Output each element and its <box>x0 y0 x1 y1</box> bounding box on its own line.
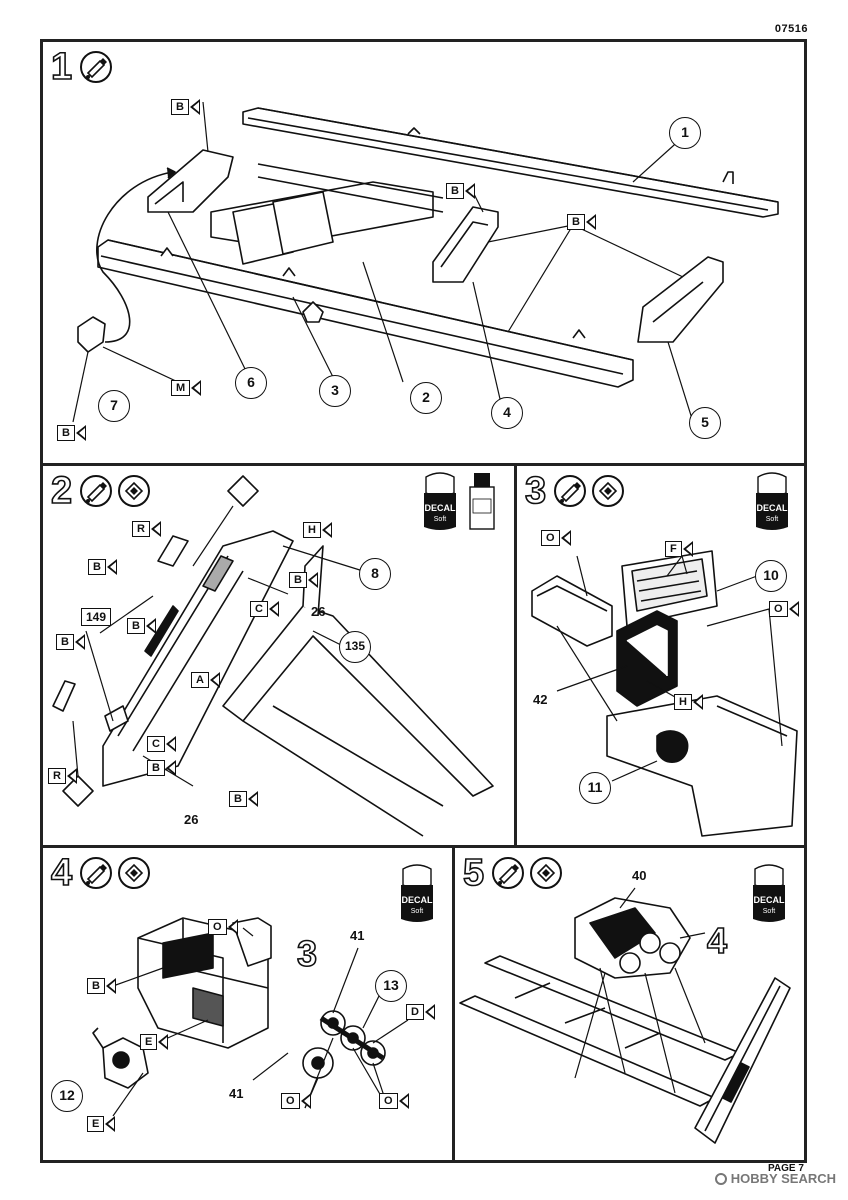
color-flag: B <box>567 214 596 230</box>
color-flag: B <box>56 634 85 650</box>
step-number: 5 <box>462 852 485 894</box>
step-number: 4 <box>50 852 73 894</box>
part-label-41: 41 <box>350 928 365 943</box>
ref-step-digit: 3 <box>296 932 318 975</box>
kit-code: 07516 <box>774 23 808 35</box>
part-callout-1: 1 <box>669 117 701 149</box>
part-label-26: 26 <box>311 604 326 619</box>
part-callout-7: 7 <box>98 390 130 422</box>
part-label-41: 41 <box>229 1086 244 1101</box>
color-flag: H <box>303 522 332 538</box>
color-flag: O <box>208 919 238 935</box>
color-flag: B <box>229 791 258 807</box>
color-flag: B <box>88 559 117 575</box>
color-flag: M <box>171 380 202 396</box>
color-flag: O <box>379 1093 409 1109</box>
part-callout-12: 12 <box>51 1080 83 1112</box>
part-callout-8: 8 <box>359 558 391 590</box>
color-flag: H <box>674 694 703 710</box>
color-flag: B <box>171 99 200 115</box>
color-flag: C <box>250 601 279 617</box>
color-flag: R <box>132 521 161 537</box>
thinner-bottle-icon <box>467 471 511 530</box>
glue-tube-icon <box>492 857 524 889</box>
color-flag: B <box>57 425 86 441</box>
svg-text:DECAL: DECAL <box>425 503 457 513</box>
color-flag: R <box>48 768 77 784</box>
step-2-panel: 2 DECAL Soft <box>40 463 517 848</box>
part-callout-135: 135 <box>339 631 371 663</box>
glue-tube-icon <box>80 51 112 83</box>
watermark-text: HOBBY SEARCH <box>730 1171 836 1186</box>
part-callout-13: 13 <box>375 970 407 1002</box>
part-label-40: 40 <box>632 868 647 883</box>
svg-text:Soft: Soft <box>766 516 779 523</box>
part-label-42: 42 <box>533 692 548 707</box>
decal-soft-jar-icon: DECAL Soft <box>750 471 794 530</box>
color-flag: B <box>446 183 475 199</box>
page-label: PAGE 7 <box>768 1163 804 1174</box>
color-flag: F <box>665 541 693 557</box>
paint-brush-icon <box>530 857 562 889</box>
color-flag: A <box>191 672 220 688</box>
color-flag: E <box>87 1116 116 1132</box>
part-callout-5: 5 <box>689 407 721 439</box>
color-flag: B <box>87 978 116 994</box>
step-number: 2 <box>50 470 73 512</box>
svg-text:Soft: Soft <box>763 908 776 915</box>
svg-text:DECAL: DECAL <box>757 503 789 513</box>
color-flag: O <box>541 530 571 546</box>
color-flag: O <box>769 601 799 617</box>
ref-step-digit: 4 <box>706 919 728 962</box>
color-flag: B <box>289 572 318 588</box>
part-label-26: 26 <box>184 812 199 827</box>
decal-soft-jar-icon: DECAL Soft <box>395 863 439 922</box>
decal-soft-jar-icon: DECAL Soft <box>747 863 791 922</box>
part-callout-11: 11 <box>579 772 611 804</box>
part-callout-6: 6 <box>235 367 267 399</box>
part-callout-10: 10 <box>755 560 787 592</box>
step-number: 1 <box>50 46 73 88</box>
svg-text:Soft: Soft <box>411 908 424 915</box>
part-callout-4: 4 <box>491 397 523 429</box>
paint-brush-icon <box>118 475 150 507</box>
glue-tube-icon <box>80 475 112 507</box>
paint-brush-icon <box>118 857 150 889</box>
svg-text:Soft: Soft <box>434 516 447 523</box>
decal-number-box: 149 <box>81 608 112 626</box>
glue-tube-icon <box>554 475 586 507</box>
decal-soft-jar-icon: DECAL Soft <box>418 471 462 530</box>
paint-brush-icon <box>592 475 624 507</box>
color-flag: B <box>127 618 156 634</box>
step-5-chassis-drawing <box>459 887 791 1144</box>
part-callout-2: 2 <box>410 382 442 414</box>
glue-tube-icon <box>80 857 112 889</box>
part-callout-3: 3 <box>319 375 351 407</box>
step-5-panel: 5 DECAL Soft <box>452 845 807 1163</box>
step-3-cab-drawing <box>531 550 798 837</box>
hobby-search-logo-icon <box>714 1172 727 1185</box>
svg-text:DECAL: DECAL <box>402 895 434 905</box>
step-4-panel: 4 DECAL Soft <box>40 845 455 1163</box>
step-number: 3 <box>524 470 547 512</box>
color-flag: E <box>140 1034 169 1050</box>
color-flag: C <box>147 736 176 752</box>
step-1-chassis-drawing <box>72 101 779 423</box>
color-flag: B <box>147 760 176 776</box>
step-4-engine-drawing <box>92 917 409 1117</box>
watermark: HOBBY SEARCH <box>714 1171 836 1186</box>
step-1-panel: 1 <box>40 39 807 466</box>
step-2-front-drawing <box>52 475 494 837</box>
color-flag: D <box>406 1004 435 1020</box>
color-flag: O <box>281 1093 311 1109</box>
step-3-panel: 3 DECAL Soft <box>514 463 807 848</box>
svg-text:DECAL: DECAL <box>754 895 786 905</box>
